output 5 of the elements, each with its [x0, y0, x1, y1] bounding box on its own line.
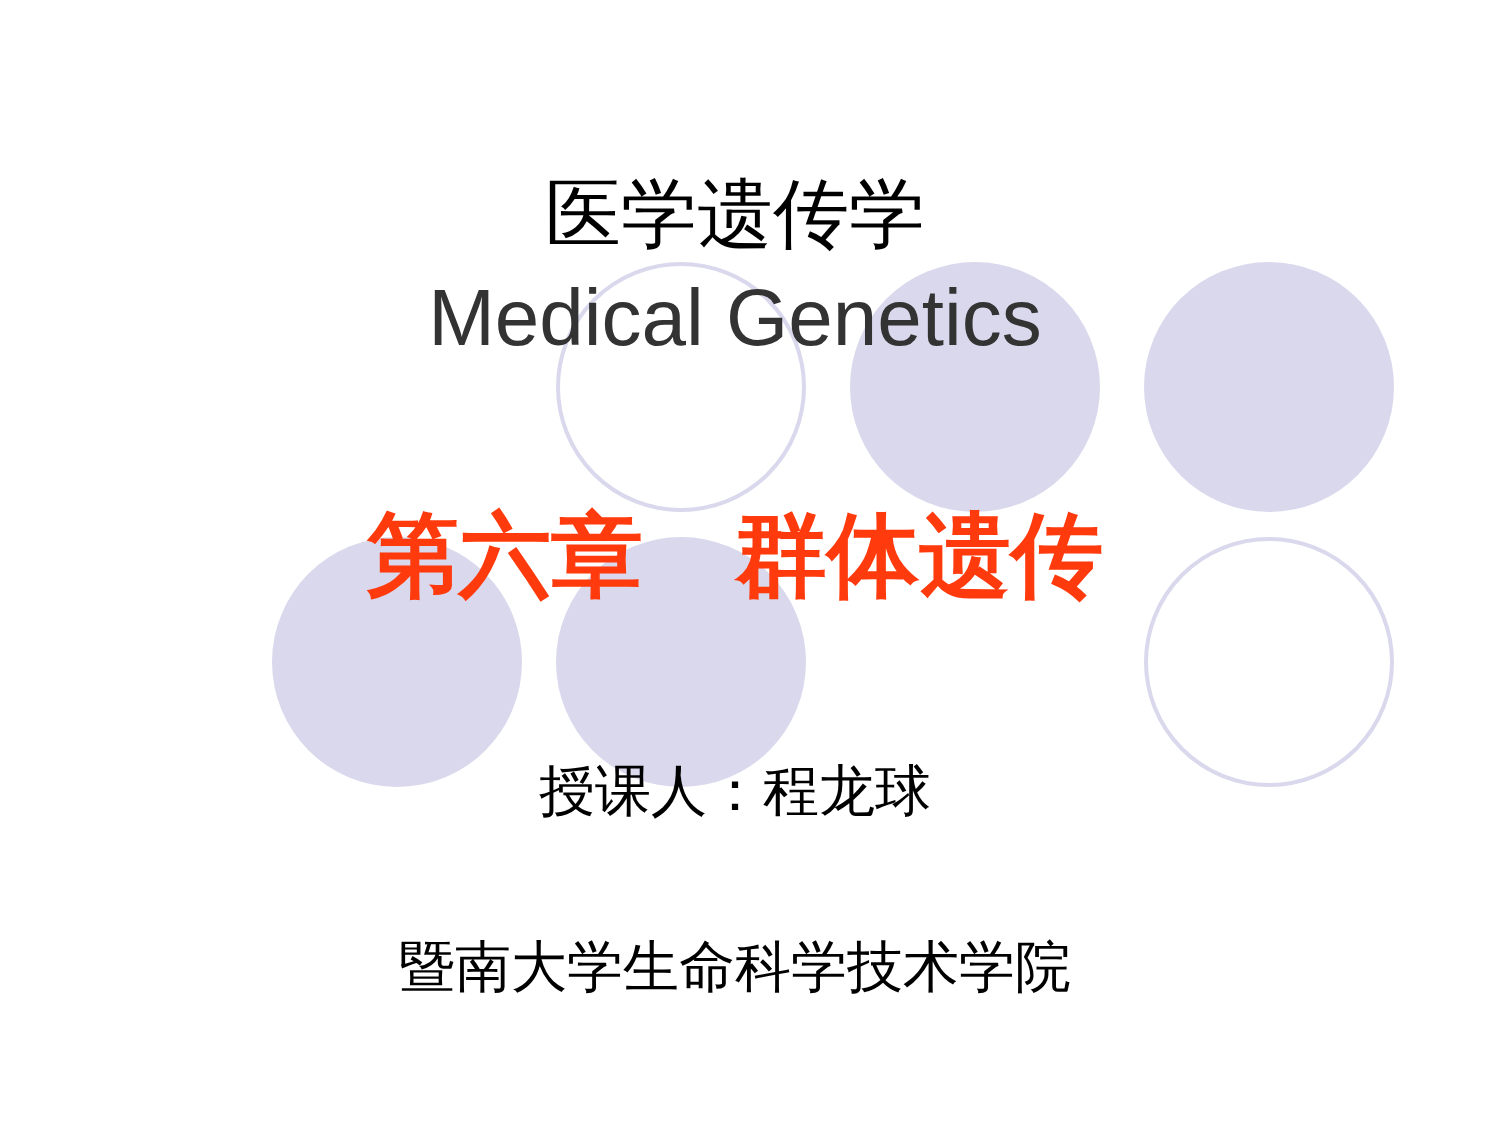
subtitle: Medical Genetics: [428, 274, 1042, 362]
slide-title: 医学遗传学: [545, 172, 925, 256]
lecturer-text: 授课人：程龙球: [539, 760, 931, 822]
chapter-heading: 第六章 群体遗传: [367, 505, 1103, 607]
institution-text: 暨南大学生命科学技术学院: [399, 936, 1071, 998]
